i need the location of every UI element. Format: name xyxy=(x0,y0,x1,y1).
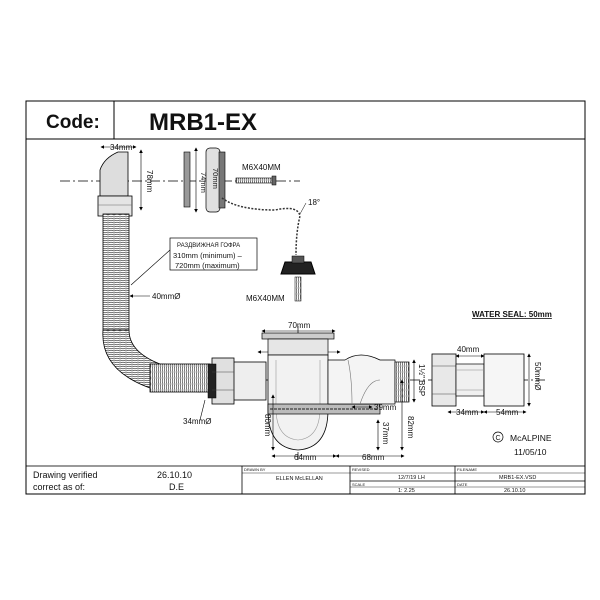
dim-80: 80mm xyxy=(263,414,272,437)
dim-78-left: 78mm xyxy=(145,170,154,193)
verified-line1: Drawing verified xyxy=(33,470,98,480)
angle: 18° xyxy=(308,198,320,207)
overflow-plate xyxy=(97,151,133,217)
dim-68: 68mm xyxy=(362,453,385,462)
dim-70-top: 70mm xyxy=(211,168,220,189)
screw-mid: M6X40MM xyxy=(246,294,285,303)
copyright-circle xyxy=(492,431,504,443)
dim-34-bottom: 34mmØ xyxy=(183,417,211,426)
screw-top: M6X40MM xyxy=(242,163,281,172)
drawn-by-label: DRAWN BY xyxy=(244,467,266,472)
chain xyxy=(221,197,301,256)
trap-body xyxy=(207,332,410,451)
verified-line2: correct as of: xyxy=(33,482,85,492)
dim-54: 54mm xyxy=(496,408,519,417)
dim-34-bottom-leader xyxy=(199,399,206,421)
scale-label: SCALE xyxy=(352,482,365,487)
date-value: 26.10.10 xyxy=(504,488,525,494)
filename-value: MRB1-EX.VSD xyxy=(499,475,536,481)
screw-top-drawing xyxy=(235,175,277,186)
corrugated-hose xyxy=(102,213,211,393)
water-seal: WATER SEAL: 50mm xyxy=(472,310,552,319)
range-max: 720mm (maximum) xyxy=(175,261,240,270)
dim-82: 82mm xyxy=(406,416,415,439)
dim-50-right: 50mmØ xyxy=(533,362,542,390)
hose-dia: 40mmØ xyxy=(152,292,180,301)
scale-value: 1: 2.25 xyxy=(398,488,415,494)
filename-label: FILENAME xyxy=(457,467,477,472)
range-note-leader xyxy=(130,249,171,286)
copyright-symbol: C xyxy=(496,435,501,442)
code-label: Code: xyxy=(46,112,100,133)
dim-37: 37mm xyxy=(381,422,390,445)
overflow-face-side xyxy=(183,147,226,213)
range-note-box xyxy=(169,237,258,271)
range-min: 310mm (minimum) – xyxy=(173,251,243,260)
brand-date: 11/05/10 xyxy=(514,447,547,457)
dim-40-right: 40mm xyxy=(457,345,480,354)
right-fitting xyxy=(431,353,525,407)
angle-leader xyxy=(299,202,307,215)
verified-by: D.E xyxy=(169,482,184,492)
dim-34-right: 34mm xyxy=(456,408,479,417)
russian-note: РАЗДВИЖНАЯ ГОФРА xyxy=(177,243,240,249)
dim-70-mid: 70mm xyxy=(288,321,311,330)
bsp: 1½" BSP xyxy=(417,364,426,396)
brand: McALPINE xyxy=(510,433,552,443)
dim-34-top: 34mm xyxy=(110,143,133,152)
footer-grid xyxy=(25,465,586,495)
dim-74: 74mm xyxy=(199,172,208,193)
dim-64: 64mm xyxy=(294,453,317,462)
date-label: DATE xyxy=(457,482,468,487)
plug xyxy=(280,255,316,302)
verified-date: 26.10.10 xyxy=(157,470,192,480)
drawn-by-value: ELLEN McLELLAN xyxy=(276,476,323,482)
dim-39: 39mm xyxy=(374,403,397,412)
code-value: MRB1-EX xyxy=(149,109,257,136)
revised-label: REVISED xyxy=(352,467,370,472)
revised-value: 12/7/19 LH xyxy=(398,475,425,481)
